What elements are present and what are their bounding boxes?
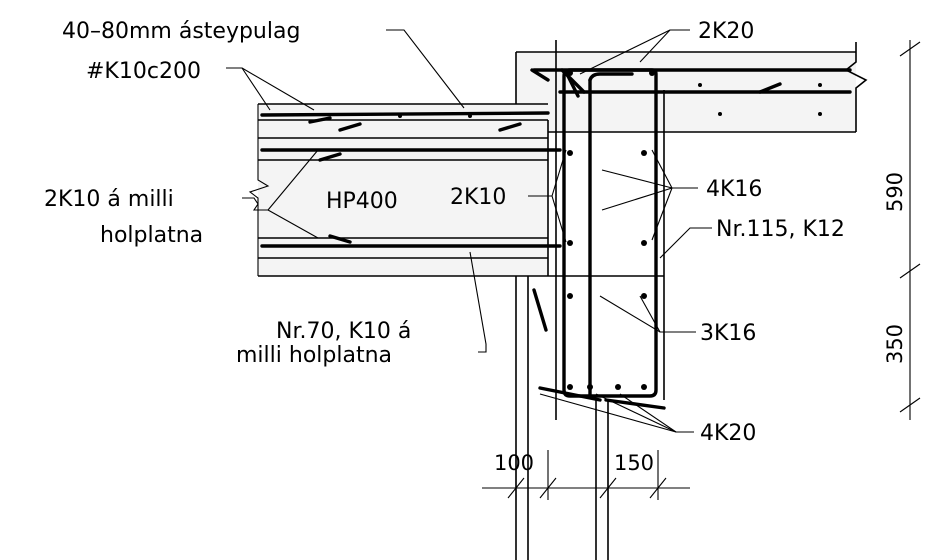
mid-bars-label: 3K16	[700, 321, 756, 346]
stirrup-label: Nr.115, K12	[716, 217, 845, 242]
screed-label: 40–80mm ásteypulag	[62, 19, 300, 44]
leader-lines	[226, 29, 712, 433]
lower-height-dimension: 350	[883, 324, 907, 364]
hollow-core-bars-label-2: holplatna	[100, 223, 203, 248]
wall-thickness-dimension: 100	[494, 451, 534, 475]
corner-bars-label: 4K16	[706, 177, 762, 202]
slab-type-label: HP400	[326, 189, 398, 214]
mesh-label: #K10c200	[86, 59, 201, 84]
inner-bars-label: 2K10	[450, 185, 506, 210]
tie-bar-label-2: milli holplatna	[236, 343, 392, 368]
dimension-lines	[482, 40, 921, 500]
tie-bar-label-1: Nr.70, K10 á	[276, 319, 411, 344]
top-bars-label: 2K20	[698, 19, 754, 44]
gap-width-dimension: 150	[614, 451, 654, 475]
upper-height-dimension: 590	[883, 172, 907, 212]
bottom-bars-label: 4K20	[700, 421, 756, 446]
concrete-outline	[248, 40, 868, 560]
hollow-core-bars-label: 2K10 á milli	[44, 187, 174, 212]
reinforcement	[260, 68, 852, 410]
